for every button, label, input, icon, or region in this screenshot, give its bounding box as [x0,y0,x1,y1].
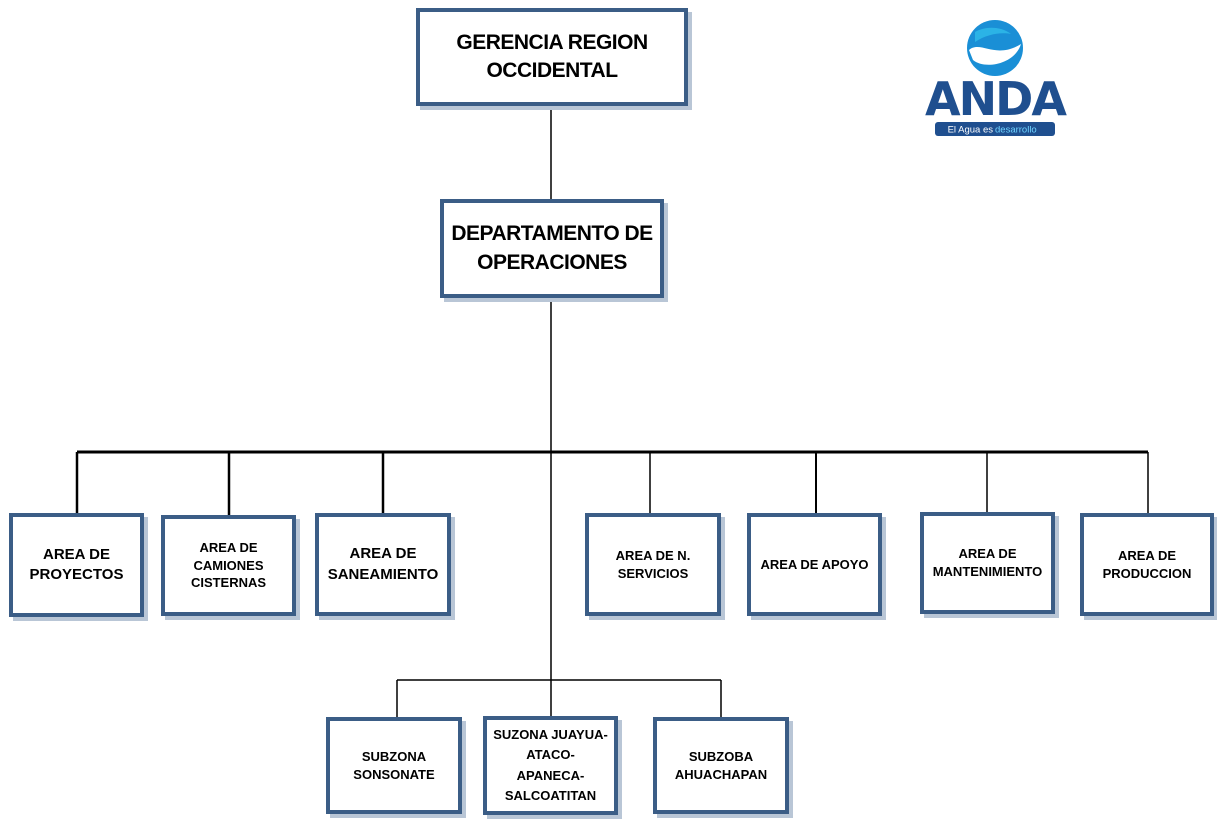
subzone-box-ahuachapan: SUBZOBA AHUACHAPAN [653,717,789,814]
area-box-camiones-cisternas: AREA DE CAMIONES CISTERNAS [161,515,296,616]
area-label-line2: MANTENIMIENTO [932,564,1043,579]
subzone-label-line1: SUBZONA [361,748,427,764]
area-label-line1: AREA DE [958,546,1017,562]
area-label-line2: SANEAMIENTO [327,565,439,583]
area-label-line1: AREA DE [43,545,110,563]
subzone-label-line2: ATACO-APANECA- [516,747,585,783]
gerencia-line-2: OCCIDENTAL [486,59,618,82]
area-label-line1: AREA DE [1117,547,1177,563]
dept-line-1: DEPARTAMENTO DE [451,222,653,246]
area-label-line3: CISTERNAS [190,575,267,591]
subzone-label-line2: SONSONATE [353,766,435,782]
subzone-box-juayua: SUZONA JUAYUA- ATACO-APANECA- SALCOATITA… [483,716,618,815]
area-label-line1: AREA DE N. [615,547,691,563]
area-label-line2: PRODUCCION [1102,565,1192,581]
subzone-label-line1: SUZONA JUAYUA- [493,727,608,743]
subzone-label-line3: SALCOATITAN [504,787,597,803]
anda-logo: ANDA El Agua es desarrollo [925,20,1069,136]
departamento-box: DEPARTAMENTO DE OPERACIONES [440,199,664,298]
area-box-n-servicios: AREA DE N. SERVICIOS [585,513,721,616]
area-label-line1: AREA DE [199,540,258,556]
area-box-mantenimiento: AREA DE MANTENIMIENTO [920,512,1055,614]
area-label-line1: AREA DE APOYO [760,556,869,572]
area-box-produccion: AREA DE PRODUCCION [1080,513,1214,616]
logo-wordmark: ANDA [925,72,1067,126]
logo-tagline-part1: El Agua es [948,125,994,136]
subzone-box-sonsonate: SUBZONA SONSONATE [326,717,462,814]
subzone-label-line1: SUBZOBA [688,748,754,764]
logo-tagline-part2: desarrollo [995,125,1037,136]
area-box-proyectos: AREA DE PROYECTOS [9,513,144,617]
area-label-line2: SERVICIOS [617,565,689,581]
area-label-line1: AREA DE [349,545,417,563]
logo-wave-icon [969,44,1021,65]
subzone-label-line2: AHUACHAPAN [674,766,768,782]
area-label-line2: PROYECTOS [29,566,124,583]
gerencia-line-1: GERENCIA REGION [456,30,648,54]
gerencia-region-box: GERENCIA REGION OCCIDENTAL [416,8,688,106]
area-box-saneamiento: AREA DE SANEAMIENTO [315,513,451,616]
area-label-line2: CAMIONES [193,557,264,573]
area-box-apoyo: AREA DE APOYO [747,513,882,616]
dept-line-2: OPERACIONES [477,250,627,274]
